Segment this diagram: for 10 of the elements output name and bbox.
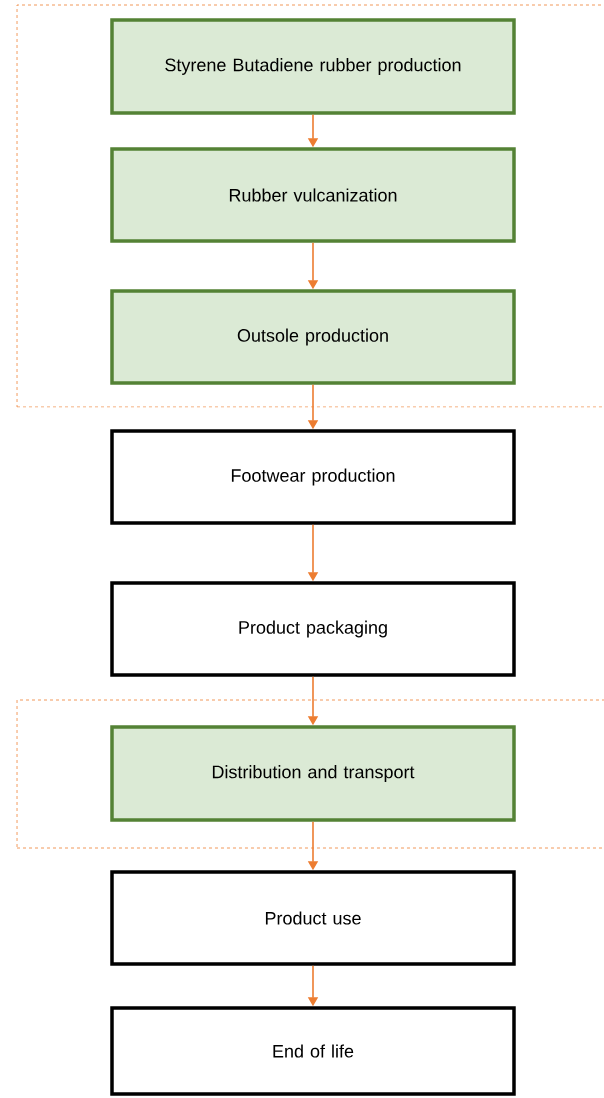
process-box: Styrene Butadiene rubber production xyxy=(110,18,516,115)
dashed-region xyxy=(16,699,604,849)
process-box: Footwear production xyxy=(110,429,516,525)
process-box: Rubber vulcanization xyxy=(110,147,516,243)
process-box: Product use xyxy=(110,870,516,966)
process-box: Distribution and transport xyxy=(110,725,516,822)
dashed-region xyxy=(16,4,604,408)
process-box: Outsole production xyxy=(110,289,516,385)
process-box: Product packaging xyxy=(110,581,516,677)
process-box: End of life xyxy=(110,1006,516,1096)
